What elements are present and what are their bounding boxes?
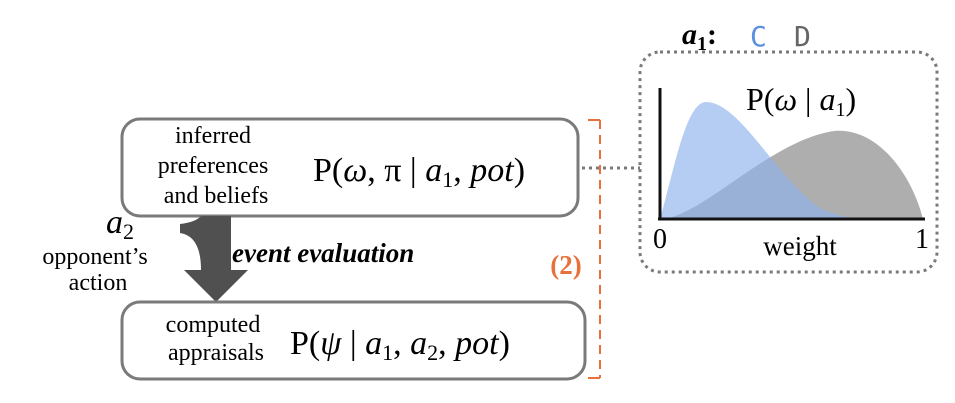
top-box-label-line-2: preferences (158, 153, 269, 179)
top-formula-pot: pot (468, 152, 515, 189)
inset-title-omega: ω (774, 81, 797, 117)
bottom-formula-a1-sub: 1 (382, 340, 393, 365)
top-formula-pi: , π | (367, 152, 425, 189)
a2-action-symbol: a2 (106, 204, 134, 244)
event-evaluation-arrow (180, 216, 248, 302)
legend-a: a (682, 18, 697, 51)
bottom-formula-bar: | (341, 325, 365, 362)
legend-colon: : (707, 18, 717, 51)
bottom-box-formula: P(ψ | a1, a2, pot) (290, 325, 510, 365)
top-box-label-line-1: inferred (175, 123, 251, 149)
bottom-formula-pot: pot (453, 325, 500, 362)
bottom-formula-prefix: P( (290, 325, 320, 362)
opponent-action-line-2: action (69, 270, 128, 296)
bottom-box-label: computed appraisals (166, 312, 267, 366)
top-formula-a: a (425, 152, 442, 189)
inset-x-min: 0 (653, 224, 667, 255)
bottom-box-label-line-2: appraisals (168, 340, 264, 366)
inset-title-prefix: P( (746, 81, 774, 117)
bottom-formula-comma1: , (393, 325, 410, 362)
inset-title-bar: | (797, 81, 819, 117)
legend-c: C (750, 20, 767, 53)
bottom-formula-comma2: , (438, 325, 455, 362)
top-box-label: inferred preferences and beliefs (158, 123, 275, 209)
top-box-label-line-3: and beliefs (164, 183, 269, 209)
opponent-action-label: opponent’s action (42, 244, 153, 296)
inset-x-max: 1 (915, 224, 929, 255)
c-distribution-curve (660, 102, 868, 219)
event-evaluation-label: event evaluation (232, 238, 414, 268)
bottom-formula-a1: a (365, 325, 382, 362)
inset-axes (658, 88, 925, 221)
inset-xlabel: weight (763, 231, 837, 261)
a2-symbol-sub: 2 (123, 219, 134, 244)
arrow-head (184, 270, 248, 302)
top-formula-close: ) (514, 152, 525, 189)
inferred-preferences-box (120, 117, 580, 218)
opponent-action-line-1: opponent’s (42, 244, 147, 270)
top-formula-comma: , (453, 152, 470, 189)
top-formula-a-sub: 1 (442, 167, 453, 192)
inset-title-close: ) (845, 81, 856, 117)
computed-appraisals-box (120, 300, 587, 381)
process-bracket (588, 119, 601, 379)
inset-plot-title: P(ω | a1) (746, 81, 856, 121)
top-formula-omega: ω (343, 152, 367, 189)
top-formula-prefix: P( (313, 152, 343, 189)
inset-title-a: a (819, 81, 835, 117)
bottom-box-label-line-1: computed (166, 312, 261, 338)
top-box-formula: P(ω, π | a1, pot) (313, 152, 525, 192)
bottom-formula-a2: a (410, 325, 427, 362)
legend-d: D (794, 20, 811, 53)
bracket-label: (2) (550, 250, 581, 280)
a2-symbol: a (106, 204, 123, 241)
bottom-formula-psi: ψ (320, 325, 342, 362)
bottom-formula-a2-sub: 2 (427, 340, 438, 365)
legend-a1: a1: (682, 18, 717, 55)
arrow-shaft (180, 216, 231, 270)
inset-curves (660, 102, 923, 219)
inset-title-sub: 1 (835, 99, 845, 121)
legend-a-sub: 1 (697, 33, 707, 55)
bottom-formula-close: ) (499, 325, 510, 362)
